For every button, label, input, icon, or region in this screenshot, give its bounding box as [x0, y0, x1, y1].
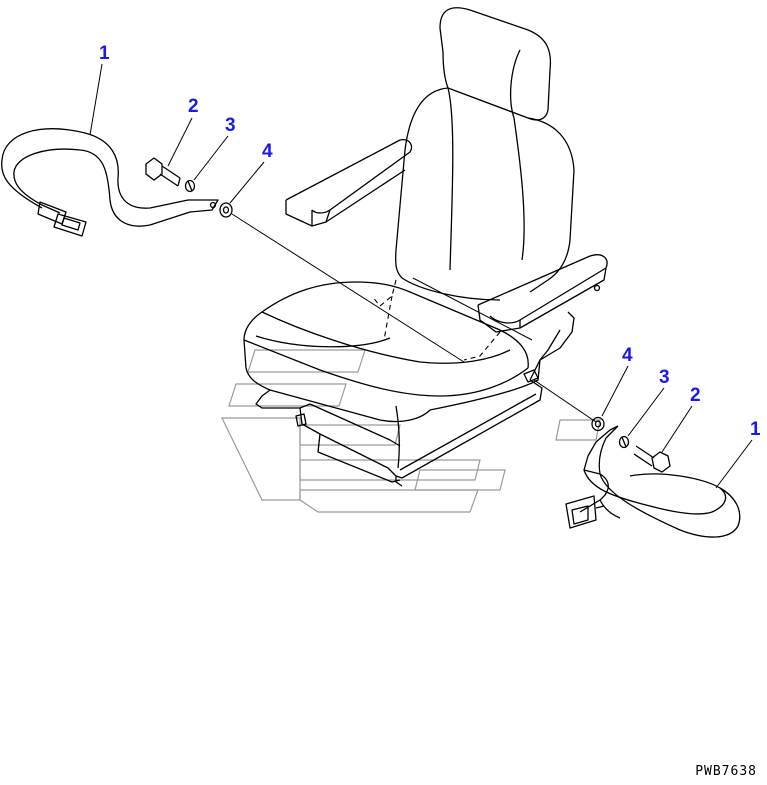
mounting-leader-lines: [231, 213, 597, 423]
callout-4-right: 4: [622, 345, 633, 366]
callout-1-left: 1: [99, 43, 110, 64]
right-flat-washer: [591, 416, 605, 432]
callout-3-right: 3: [659, 367, 670, 388]
callout-4-left: 4: [262, 141, 273, 162]
callout-1-right: 1: [750, 419, 761, 440]
drawing-code: PWB7638: [695, 764, 757, 779]
callout-leaders: [89, 63, 753, 489]
right-seat-belt: [565, 425, 741, 538]
watermark-logo: [221, 349, 601, 513]
callout-2-left: 2: [188, 96, 199, 117]
operator-seat: [243, 7, 608, 487]
callout-2-right: 2: [690, 385, 701, 406]
left-bolt: [145, 157, 181, 187]
callout-3-left: 3: [225, 115, 236, 136]
left-seat-belt: [1, 128, 219, 237]
left-washer: [184, 179, 196, 193]
right-washer: [618, 435, 630, 449]
hidden-edges: [371, 279, 501, 361]
right-bolt: [633, 445, 671, 473]
left-flat-washer: [219, 202, 233, 218]
